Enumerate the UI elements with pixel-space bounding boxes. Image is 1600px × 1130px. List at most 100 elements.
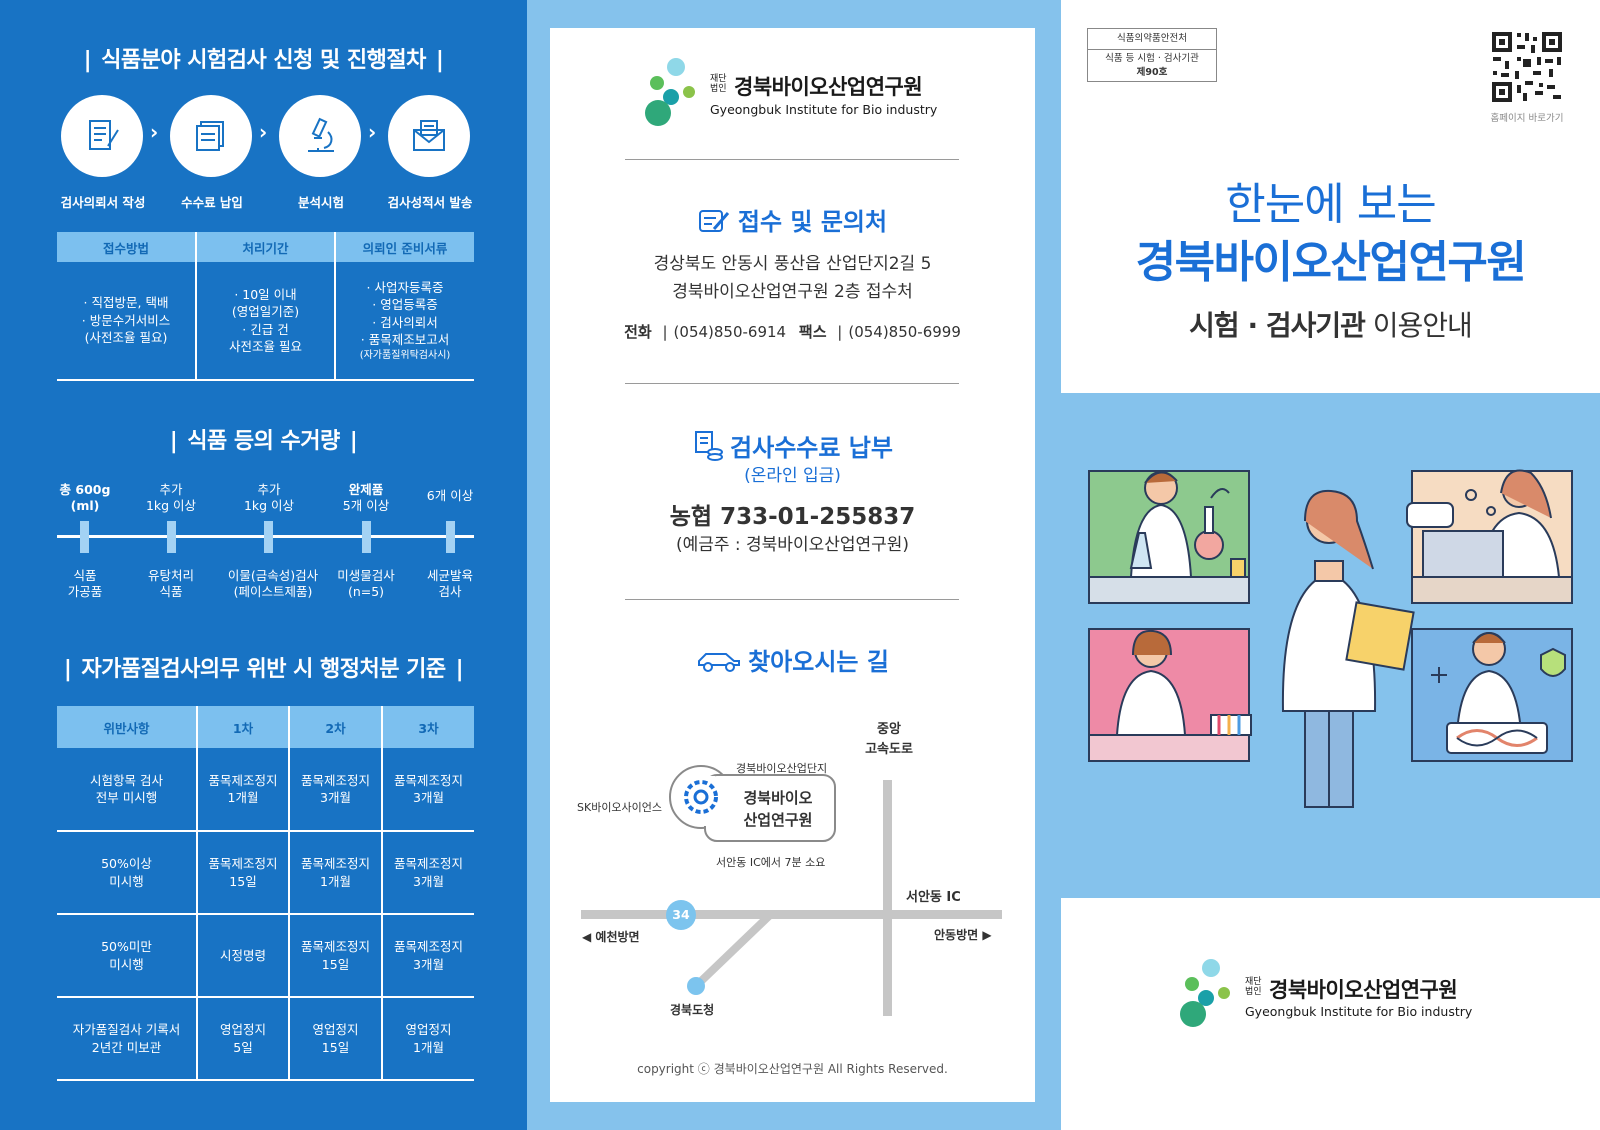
table-cell: 시정명령 — [196, 914, 290, 997]
timeline-tick — [167, 521, 176, 553]
table-header: 2차 — [288, 706, 383, 748]
qty-bottom: 이물(금속성)검사(페이스트제품) — [227, 568, 319, 600]
timeline-tick — [362, 521, 371, 553]
microscope-icon — [279, 95, 361, 177]
chevron-right-icon: › — [368, 120, 377, 144]
directions-heading: 찾아오시는 길 — [550, 642, 1035, 677]
logo-mark-icon — [1180, 959, 1230, 1027]
timeline-tick — [264, 521, 273, 553]
table-header: 처리기간 — [195, 232, 336, 262]
copyright: copyright ⓒ 경북바이오산업연구원 All Rights Reserv… — [637, 1062, 948, 1076]
qr-code-icon[interactable] — [1490, 30, 1564, 104]
address-line-1: 경상북도 안동시 풍산읍 산업단지2길 5 — [653, 254, 932, 274]
chevron-right-icon: › — [259, 120, 268, 144]
phone-fax-line: 전화 |(054)850-6914 팩스 |(054)850-6999 — [624, 323, 961, 341]
bank-account: 농협 733-01-255837 — [669, 504, 916, 530]
request-info-table: 접수방법 처리기간 의뢰인 준비서류 · 직접방문, 택배 · 방문수거서비스 … — [57, 232, 474, 381]
timeline-tick — [446, 521, 455, 553]
car-icon — [698, 653, 741, 672]
account-holder: (예금주 : 경북바이오산업연구원) — [675, 535, 910, 555]
route-number: 34 — [672, 907, 690, 922]
table-cell: · 10일 이내 (영업일기준) · 긴급 건 사전조율 필요 — [195, 262, 336, 380]
quantity-title: |식품 등의 수거량| — [169, 429, 358, 454]
west-direction: ◀ 예천방면 — [582, 930, 640, 944]
qty-bottom: 미생물검사(n=5) — [337, 568, 395, 600]
cover-title-line1: 한눈에 보는 — [1225, 179, 1436, 230]
document-pen-icon — [61, 95, 143, 177]
table-header: 의뢰인 준비서류 — [334, 232, 474, 262]
contact-heading: 접수 및 문의처 — [550, 202, 1035, 237]
step-label: 검사성적서 발송 — [387, 195, 473, 210]
procedure-title: |식품분야 시험검사 신청 및 진행절차| — [83, 48, 444, 73]
table-header: 3차 — [381, 706, 474, 748]
logo-english: Gyeongbuk Institute for Bio industry — [710, 102, 938, 117]
cover-title-line2: 경북바이오산업연구원 — [1135, 237, 1527, 288]
travel-time: 서안동 IC에서 7분 소요 — [716, 856, 826, 869]
divider — [625, 159, 959, 160]
fee-subtitle: (온라인 입금) — [744, 466, 841, 486]
timeline-tick — [80, 521, 89, 553]
receipt-icon — [170, 95, 252, 177]
table-header: 위반사항 — [57, 706, 198, 748]
divider — [625, 599, 959, 600]
penalty-title: |자가품질검사의무 위반 시 행정처분 기준| — [63, 657, 464, 682]
office-marker — [687, 977, 705, 995]
map-roads — [581, 765, 1002, 1016]
chevron-right-icon: › — [150, 120, 159, 144]
logo-english: Gyeongbuk Institute for Bio industry — [1245, 1004, 1473, 1019]
qty-top: 총 600g(ml) — [59, 482, 111, 513]
qty-top: 6개 이상 — [426, 488, 474, 503]
ic-label: 서안동 IC — [906, 890, 961, 905]
logo-name: 경북바이오산업연구원 — [1269, 978, 1458, 1002]
table-header: 1차 — [196, 706, 290, 748]
certification-badge: 식품의약품안전처 식품 등 시험 · 검사기관 제90호 — [1087, 28, 1217, 82]
step-label: 수수료 납입 — [181, 195, 243, 210]
divider — [625, 383, 959, 384]
scientists-illustration — [1088, 469, 1573, 808]
step-label: 검사의뢰서 작성 — [60, 195, 146, 210]
table-cell: · 직접방문, 택배 · 방문수거서비스 (사전조율 필요) — [57, 262, 197, 380]
sk-label: SK바이오사이언스 — [577, 801, 663, 814]
qr-caption[interactable]: 홈페이지 바로가기 — [1490, 113, 1564, 124]
address-line-2: 경북바이오산업연구원 2층 접수처 — [672, 282, 913, 302]
route-marker — [666, 900, 696, 930]
cover-subtitle: 시험 · 검사기관 이용안내 — [1189, 309, 1473, 342]
office-label: 경북도청 — [670, 1003, 715, 1017]
left-panel: |식품분야 시험검사 신청 및 진행절차| › › › 검사의뢰서 작성 수수료… — [0, 0, 527, 1130]
fee-heading: 검사수수료 납부 — [550, 428, 1035, 463]
step-label: 분석시험 — [297, 195, 344, 210]
edit-note-icon — [698, 210, 730, 232]
table-cell: · 사업자등록증 · 영업등록증 · 검사의뢰서 · 품목제조보고서 (자가품질… — [334, 262, 474, 380]
logo-mark-icon — [645, 58, 695, 126]
